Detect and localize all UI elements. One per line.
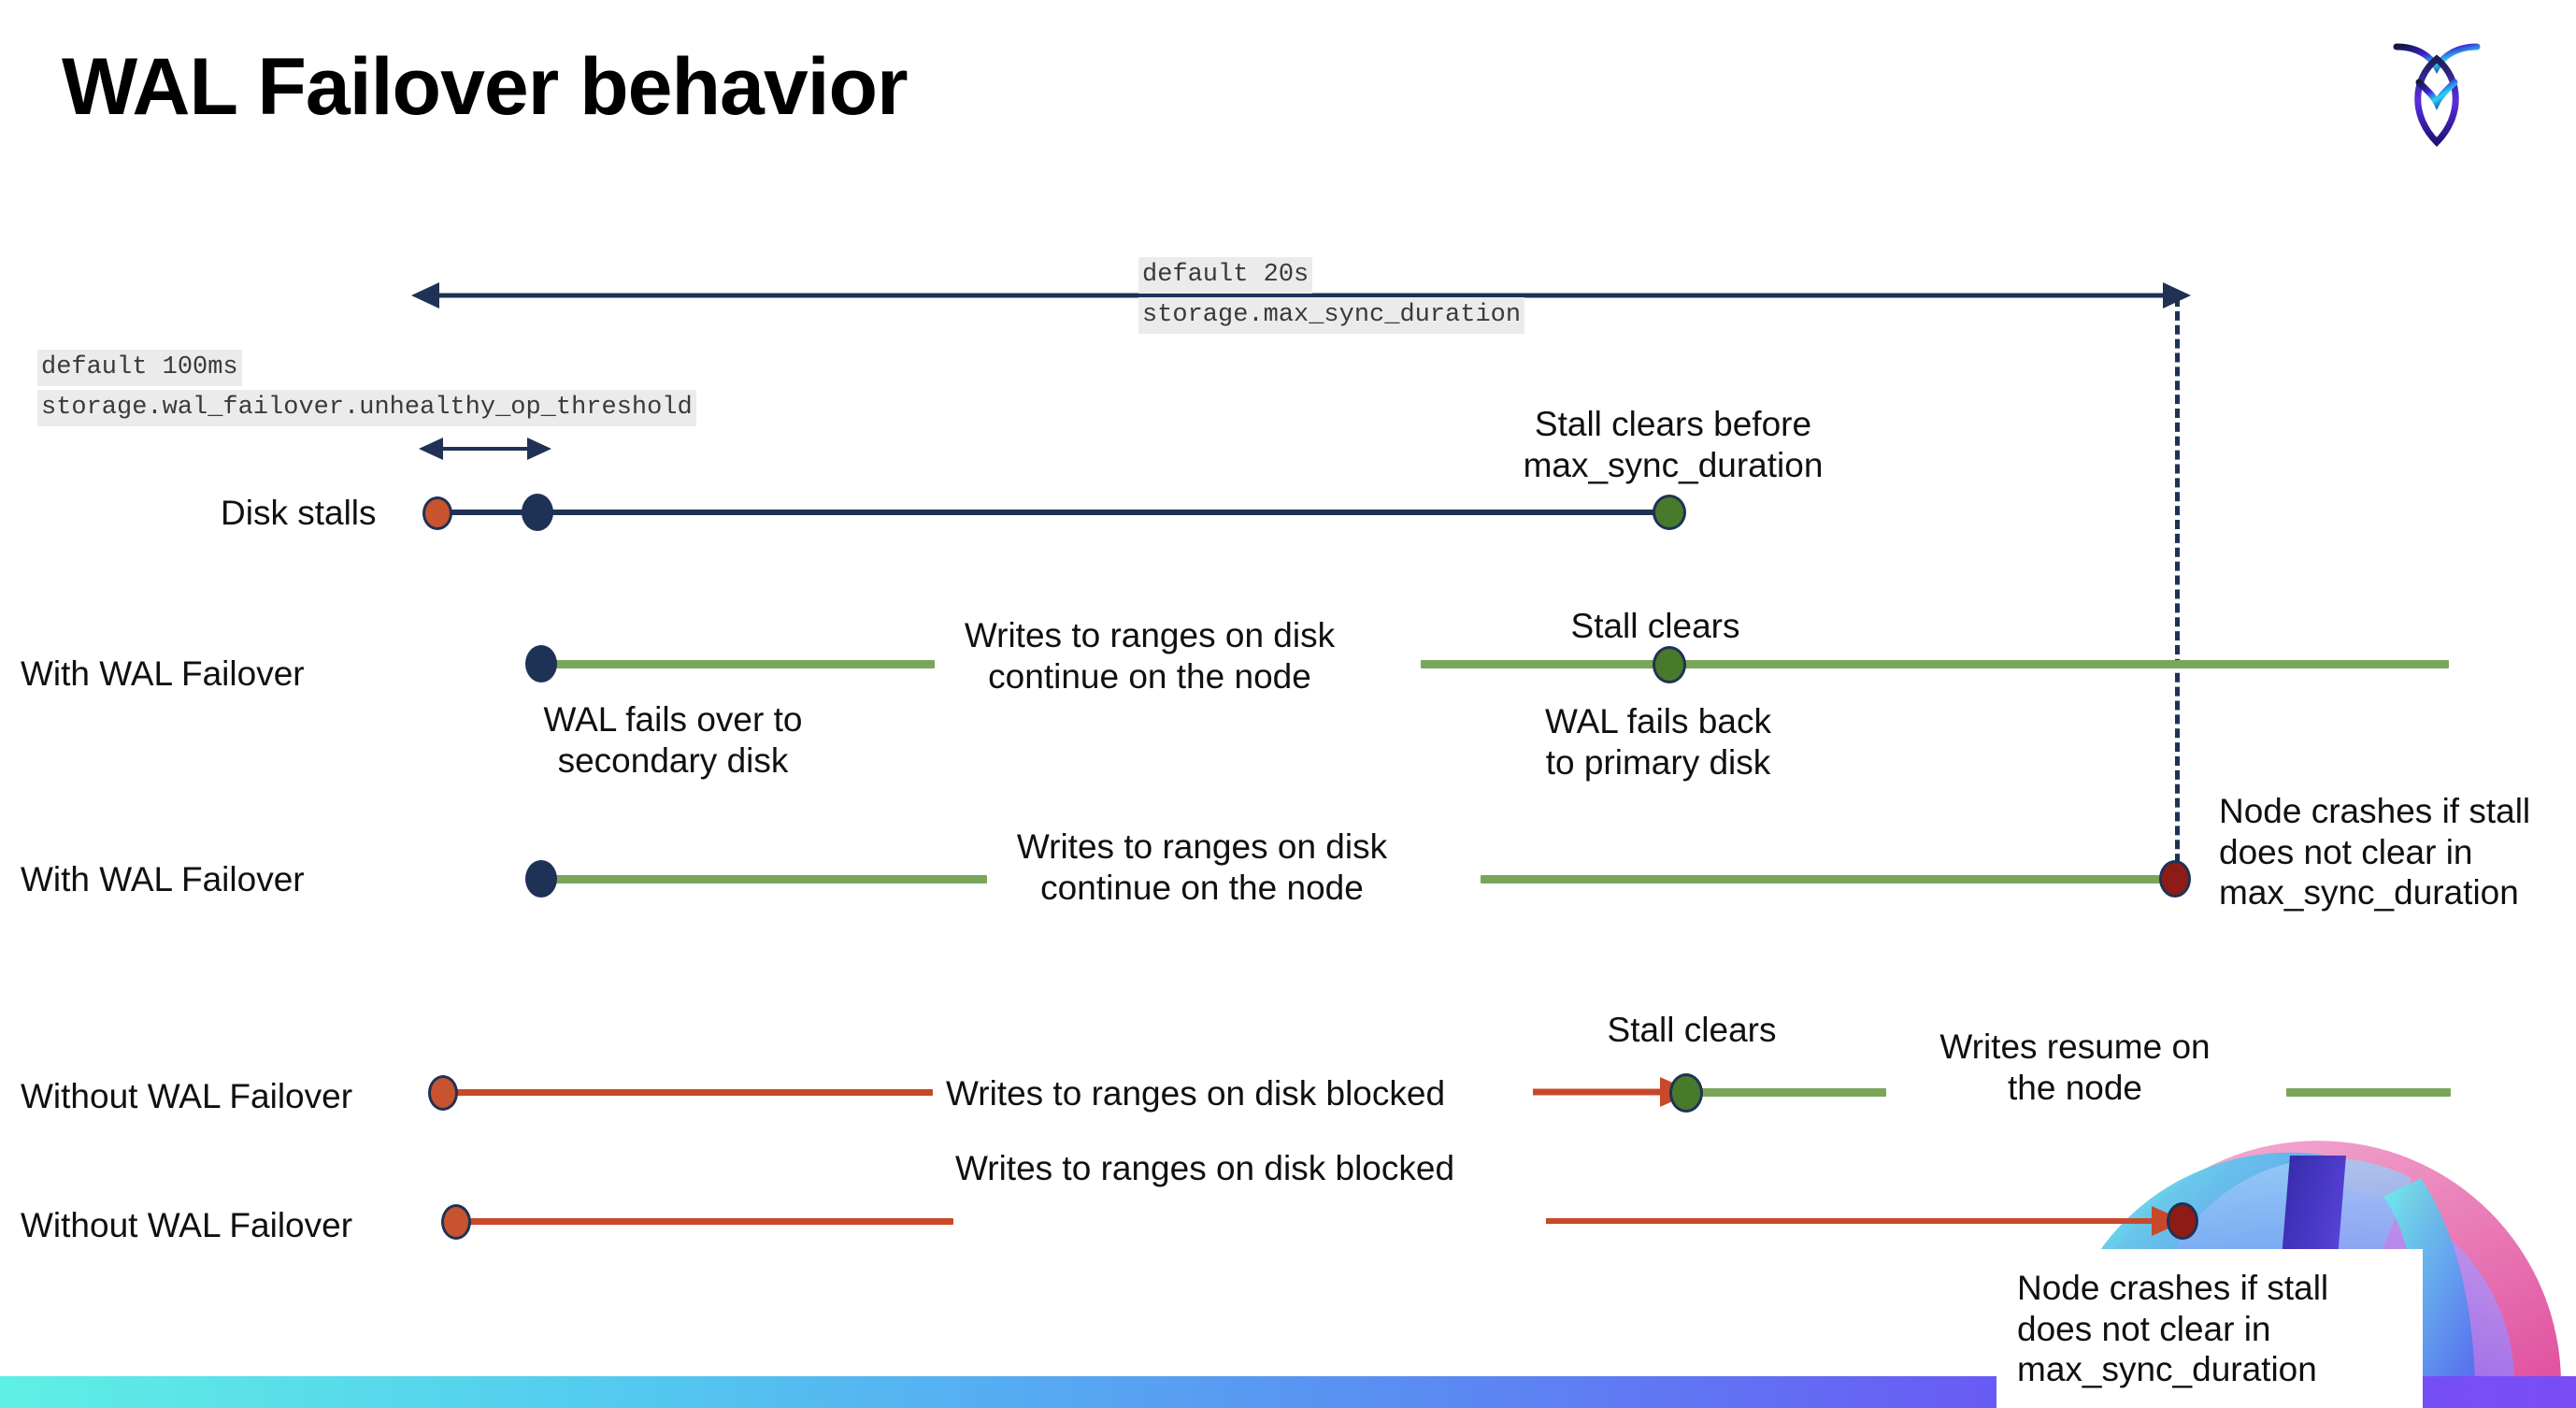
page-title: WAL Failover behavior [62,42,909,132]
timeline-track-wf2-left [542,875,987,884]
max-sync-default-label: default 20s [1138,257,1313,295]
timeline-track-nowf1-right [2286,1088,2451,1097]
stall-clear-marker[interactable] [1653,495,1686,530]
note-writes-continue-2: Writes to ranges on disk continue on the… [1016,827,1388,907]
stall-start-marker[interactable] [441,1204,471,1240]
note-node-crashes-2: Node crashes if stall does not clear in … [2017,1269,2329,1389]
stall-start-marker[interactable] [422,496,452,530]
cockroach-labs-logo-icon [2385,28,2488,150]
row-label-without-wal-failover-1: Without WAL Failover [21,1077,353,1115]
failover-point-marker[interactable] [525,860,557,898]
node-crash-arrow-2 [1546,1206,2185,1236]
note-writes-resume: Writes resume on the node [1939,1027,2211,1107]
timeline-track-nowf2-left [458,1218,953,1225]
max-sync-duration-span-arrow [411,282,2191,309]
max-sync-deadline-guide [2175,297,2180,877]
timeline-track-wf1-left [542,660,935,668]
unhealthy-threshold-span-arrow [419,438,551,460]
timeline-track-nowf1-left [443,1089,933,1096]
row-label-with-wal-failover-1: With WAL Failover [21,654,305,693]
row-label-without-wal-failover-2: Without WAL Failover [21,1206,353,1244]
note-node-crashes-1: Node crashes if stall does not clear in … [2219,792,2531,912]
stall-clear-marker[interactable] [1653,646,1686,683]
note-writes-blocked-2: Writes to ranges on disk blocked [955,1149,1455,1187]
failover-point-marker[interactable] [522,494,553,531]
stall-clear-marker[interactable] [1669,1073,1703,1113]
timeline-track-nowf1-mid [1684,1088,1886,1097]
failover-point-marker[interactable] [525,645,557,682]
unhealthy-threshold-default-label: default 100ms [37,350,242,387]
note-writes-continue-1: Writes to ranges on disk continue on the… [964,616,1336,696]
note-stall-clears-before: Stall clears before max_sync_duration [1523,405,1824,484]
stall-start-marker[interactable] [428,1075,458,1111]
note-stall-clears-1: Stall clears [1570,607,1740,645]
note-stall-clears-2: Stall clears [1607,1011,1777,1049]
row-label-with-wal-failover-2: With WAL Failover [21,860,305,898]
note-wal-fails-back: WAL fails back to primary disk [1545,702,1771,782]
note-wal-fails-over: WAL fails over to secondary disk [543,700,803,780]
note-writes-blocked-1: Writes to ranges on disk blocked [946,1074,1446,1113]
node-crash-marker[interactable] [2159,860,2191,898]
unhealthy-threshold-setting-label: storage.wal_failover.unhealthy_op_thresh… [37,390,696,427]
node-crash-marker[interactable] [2167,1202,2198,1240]
row-label-disk-stalls: Disk stalls [221,494,377,532]
timeline-track-disk-stalls [437,510,1681,515]
note-panel-node-crashes-2 [1996,1249,2423,1408]
timeline-track-wf2-right [1481,875,2176,884]
timeline-track-wf1-right [1421,660,2449,668]
max-sync-setting-label: storage.max_sync_duration [1138,297,1525,335]
